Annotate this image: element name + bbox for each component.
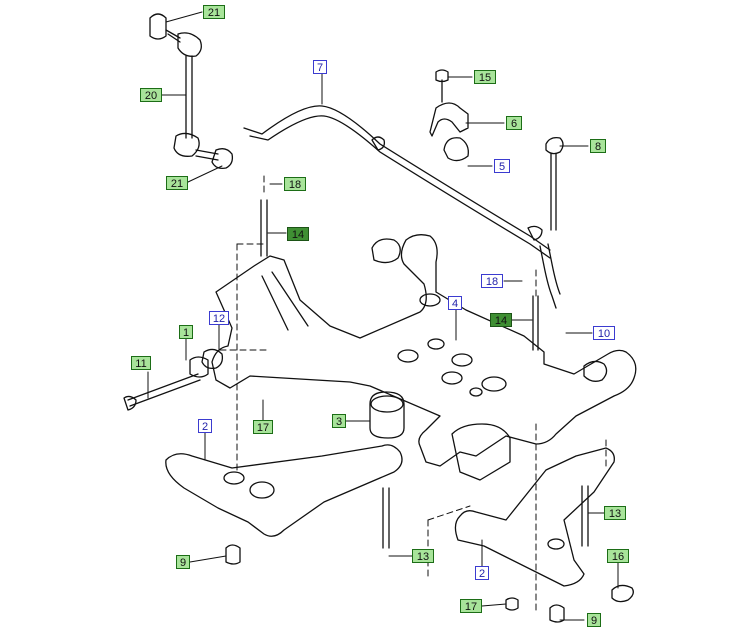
callout-10[interactable]: 10 xyxy=(593,326,615,340)
lower-arm-right xyxy=(454,447,634,623)
callout-9-left[interactable]: 9 xyxy=(176,555,190,569)
callout-14-left[interactable]: 14 xyxy=(287,227,309,241)
callout-2-right[interactable]: 2 xyxy=(475,566,489,580)
drop-link-right xyxy=(545,136,564,231)
callout-12[interactable]: 12 xyxy=(209,311,229,325)
long-bolts xyxy=(260,199,589,549)
callout-15[interactable]: 15 xyxy=(474,70,496,84)
bolt-and-bush-left xyxy=(123,348,224,411)
callout-5[interactable]: 5 xyxy=(494,159,510,173)
callout-7[interactable]: 7 xyxy=(313,60,327,74)
leader-lines xyxy=(147,11,619,621)
bushing-clamp xyxy=(429,69,469,162)
lower-arm-left xyxy=(165,444,403,565)
stabilizer-bar xyxy=(243,105,561,309)
callout-6[interactable]: 6 xyxy=(506,116,522,130)
subframe-crossmember xyxy=(211,234,637,481)
callout-4[interactable]: 4 xyxy=(448,296,462,310)
callout-21-top[interactable]: 21 xyxy=(203,5,225,19)
callout-9-right[interactable]: 9 xyxy=(587,613,601,627)
callout-16[interactable]: 16 xyxy=(607,549,629,563)
callout-20[interactable]: 20 xyxy=(140,88,162,102)
callout-14-right[interactable]: 14 xyxy=(490,313,512,327)
callout-13-right[interactable]: 13 xyxy=(604,506,626,520)
callout-3[interactable]: 3 xyxy=(332,414,346,428)
callout-18-right[interactable]: 18 xyxy=(481,274,503,288)
callout-1[interactable]: 1 xyxy=(179,325,193,339)
bush xyxy=(369,391,405,439)
assembly-guide-lines xyxy=(219,175,607,611)
callout-18-left[interactable]: 18 xyxy=(284,177,306,191)
callout-17-left[interactable]: 17 xyxy=(253,420,273,434)
callout-2-left[interactable]: 2 xyxy=(198,419,212,433)
callout-8[interactable]: 8 xyxy=(590,139,606,153)
stabilizer-link xyxy=(149,13,234,170)
callout-13-left[interactable]: 13 xyxy=(412,549,434,563)
callout-21-bottom[interactable]: 21 xyxy=(166,176,188,190)
callout-11[interactable]: 11 xyxy=(131,356,151,370)
callout-17-right[interactable]: 17 xyxy=(460,599,482,613)
